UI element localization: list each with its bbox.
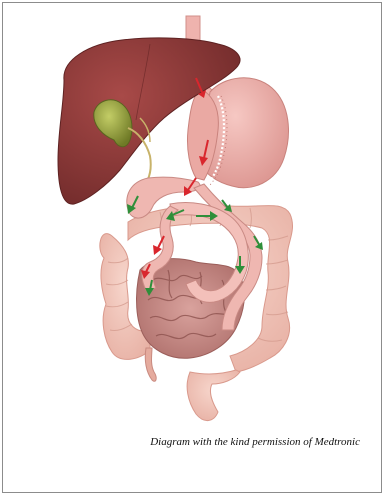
digestive-system-illustration [0, 0, 386, 430]
figure-caption: Diagram with the kind permission of Medt… [0, 436, 386, 448]
